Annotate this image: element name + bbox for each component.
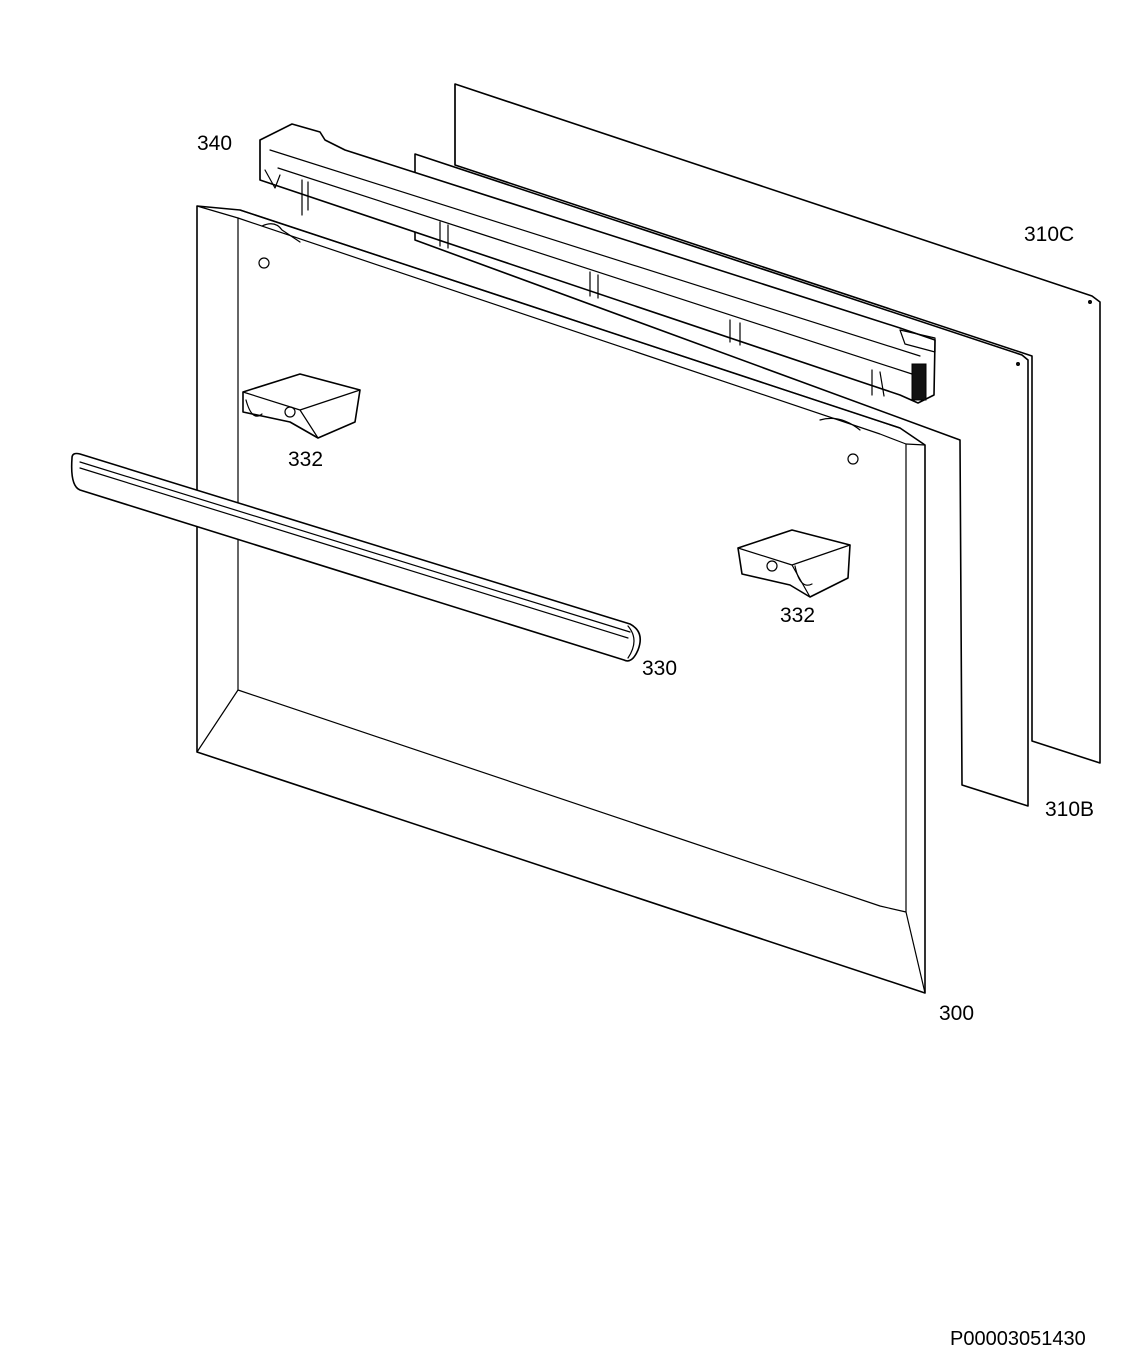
label-310b: 310B: [1045, 798, 1095, 821]
door-panel-300: [196, 205, 926, 994]
label-340: 340: [197, 132, 233, 155]
glass-panel-310b: [414, 153, 1029, 807]
handle-330: [70, 452, 641, 662]
drawing-number: P00003051430: [950, 1328, 1086, 1350]
label-300: 300: [939, 1002, 975, 1025]
label-332-right: 332: [780, 604, 816, 627]
hinge-332-right: [737, 529, 851, 598]
glass-panel-310c: [454, 83, 1101, 764]
label-332-left: 332: [288, 448, 324, 471]
hinge-332-left: [242, 373, 361, 439]
label-310c: 310C: [1024, 223, 1075, 246]
frame-clip-340: [259, 123, 936, 404]
label-330: 330: [642, 657, 678, 680]
